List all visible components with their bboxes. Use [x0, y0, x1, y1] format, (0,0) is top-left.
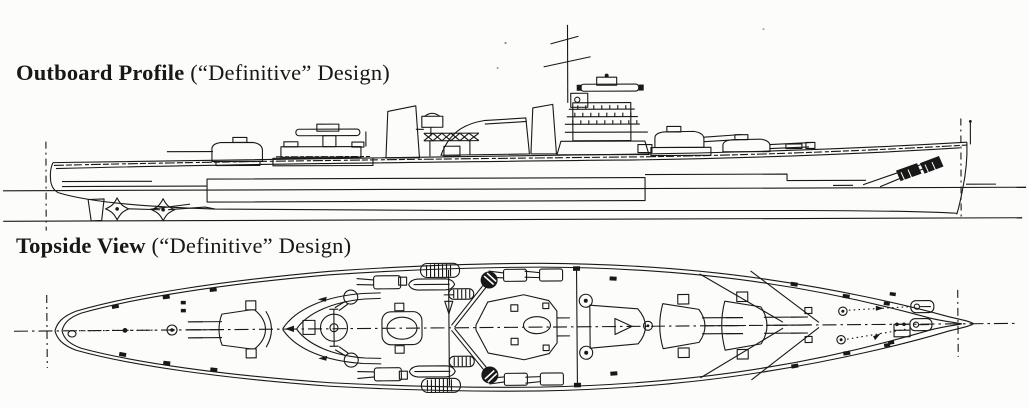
datum-lines [3, 118, 1027, 231]
crane-catapult-plan [451, 271, 499, 384]
outboard-profile-caption-bold: Outboard Profile [16, 60, 185, 85]
boats-plan [408, 262, 475, 394]
deck-bollards-plan [609, 276, 896, 376]
bridge-tower-profile [530, 73, 653, 156]
a-turret [722, 138, 771, 153]
aft-turret-profile [166, 136, 264, 167]
hull-plan [54, 262, 975, 392]
bridge-screen [530, 103, 557, 155]
searchlight [579, 345, 594, 360]
aft-tower [385, 105, 421, 159]
capstan [836, 335, 846, 345]
topside-view-drawing [13, 262, 1018, 394]
topside-view-caption: Topside View (“Definitive” Design) [16, 233, 351, 259]
forward-deckhouse [589, 304, 647, 349]
forward-turrets-plan [659, 291, 811, 360]
funnel-plan [381, 302, 423, 354]
aft-main-turret-plan [185, 300, 273, 359]
main-mast-profile [543, 24, 591, 103]
paper-specks [496, 28, 765, 70]
anchors-profile [896, 156, 944, 182]
outboard-profile-caption-rest: (“Definitive” Design) [184, 60, 390, 85]
propeller [105, 197, 130, 221]
deck-edge-hatching [53, 144, 967, 166]
conning-tower-plan [522, 316, 552, 335]
anchor-pocket [910, 300, 935, 314]
anchor-gear-plan [836, 300, 935, 345]
catapult-crane-profile [423, 132, 480, 157]
forward-turrets-profile [650, 125, 816, 157]
foremast-yard [575, 269, 578, 384]
b-turret [654, 130, 705, 149]
y-turret [218, 308, 267, 350]
aft-rangefinder [295, 128, 361, 137]
mainmast-yard [447, 269, 450, 386]
lower-yard [543, 56, 591, 68]
propellers-and-rudder [87, 197, 216, 222]
hull-profile [49, 120, 972, 215]
topside-view-caption-bold: Topside View [16, 233, 146, 258]
aft-superstructure-profile [272, 105, 444, 167]
searchlight [578, 293, 593, 308]
capstan [166, 324, 178, 336]
masts-plan [443, 266, 594, 388]
centerline [13, 322, 1018, 332]
rudder [87, 198, 105, 222]
capstan [838, 306, 848, 316]
secondary-turrets-plan [334, 268, 564, 386]
funnel-profile [440, 117, 530, 156]
armor-belt [206, 176, 646, 203]
stem [956, 142, 968, 215]
b-turret-plan [659, 303, 706, 350]
outboard-profile-view [3, 24, 1027, 231]
stern-deck-fittings [67, 287, 218, 373]
bridge-plan [475, 294, 654, 361]
inner-deck-line [61, 266, 963, 388]
a-turret-plan [721, 300, 768, 351]
centerline-and-perpendiculars [13, 289, 1018, 368]
upper-yard [550, 35, 579, 45]
aft-director [421, 115, 444, 128]
outboard-profile-caption: Outboard Profile (“Definitive” Design) [16, 60, 390, 86]
anchor-chain [846, 328, 907, 340]
topside-view-caption-rest: (“Definitive” Design) [145, 233, 352, 258]
propeller [151, 198, 176, 222]
b-barbette [650, 146, 712, 157]
